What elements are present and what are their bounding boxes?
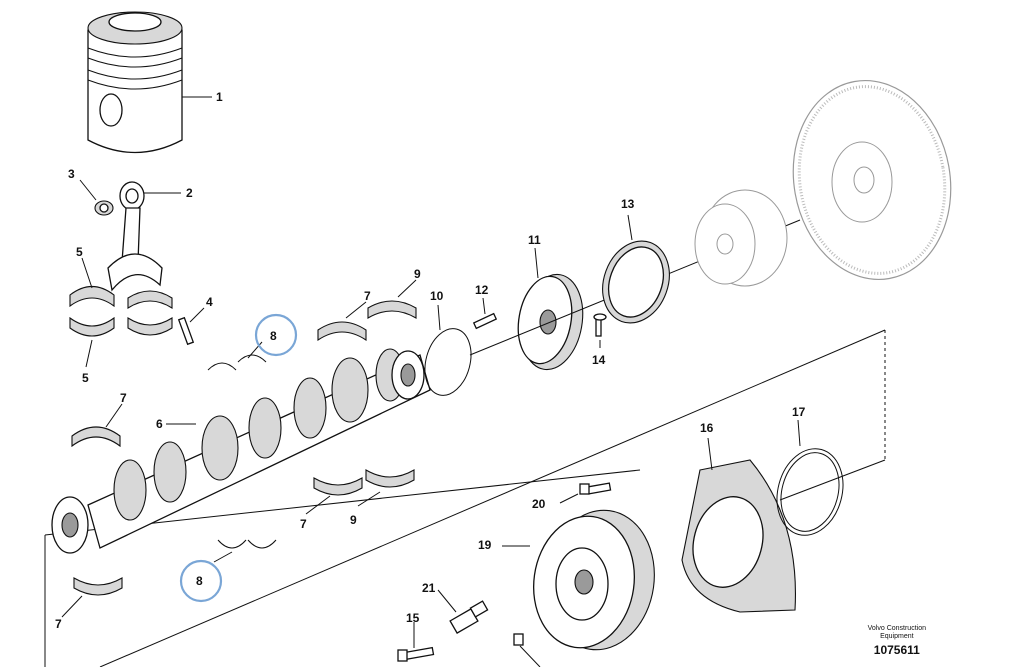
o-ring [424, 304, 472, 396]
flywheel-adapter [694, 189, 788, 287]
label-part-7-bottom: 7 [55, 617, 62, 631]
label-part-6: 6 [156, 417, 163, 431]
label-part-2: 2 [186, 186, 193, 200]
label-part-7-mid: 7 [300, 517, 307, 531]
label-part-17: 17 [792, 405, 806, 419]
label-part-20: 20 [532, 497, 546, 511]
label-part-4: 4 [206, 295, 213, 309]
label-part-9-mid: 9 [350, 513, 357, 527]
label-part-13: 13 [621, 197, 635, 211]
highlight-circle-item-8-lower [179, 559, 223, 603]
label-part-5-lower: 5 [82, 371, 89, 385]
label-part-19: 19 [478, 538, 492, 552]
flywheel [792, 79, 952, 281]
document-footer: Volvo Construction Equipment 1075611 [868, 625, 926, 657]
label-part-8-lower: 8 [196, 574, 203, 588]
bolt-14 [593, 313, 607, 348]
document-number: 1075611 [873, 643, 920, 657]
label-part-15: 15 [406, 611, 420, 625]
piston [87, 11, 212, 154]
label-part-14: 14 [592, 353, 606, 367]
damper-pulley [502, 509, 655, 651]
seal-ring-17 [776, 419, 844, 536]
highlight-circle-item-8-upper [254, 313, 298, 357]
label-part-8-upper: 8 [270, 329, 277, 343]
label-part-5-upper: 5 [76, 245, 83, 259]
bolt-20 [559, 482, 612, 504]
label-part-3: 3 [68, 167, 75, 181]
brand-line-2: Equipment [880, 633, 914, 640]
crank-hub [469, 219, 801, 371]
speed-sensor [397, 589, 541, 667]
crankshaft [51, 348, 431, 554]
pin [472, 297, 498, 330]
label-part-12: 12 [475, 283, 489, 297]
highlight-markers [179, 313, 298, 603]
main-bearing-shells [61, 279, 417, 618]
rod-bearing-shells [69, 257, 205, 368]
connecting-rod [79, 179, 181, 292]
label-part-7-left: 7 [120, 391, 127, 405]
label-part-11: 11 [528, 233, 541, 247]
timing-cover [681, 437, 796, 613]
label-part-21: 21 [422, 581, 436, 595]
label-part-16: 16 [700, 421, 714, 435]
label-part-9-top: 9 [414, 267, 421, 281]
brand-line-1: Volvo Construction [867, 625, 926, 632]
label-part-10: 10 [430, 289, 444, 303]
part-number-labels: 1 2 3 4 5 5 6 7 7 7 7 8 8 9 9 10 11 12 1… [55, 90, 806, 631]
label-part-1: 1 [216, 90, 223, 104]
seal-ring [602, 214, 670, 324]
label-part-7-top: 7 [364, 289, 371, 303]
